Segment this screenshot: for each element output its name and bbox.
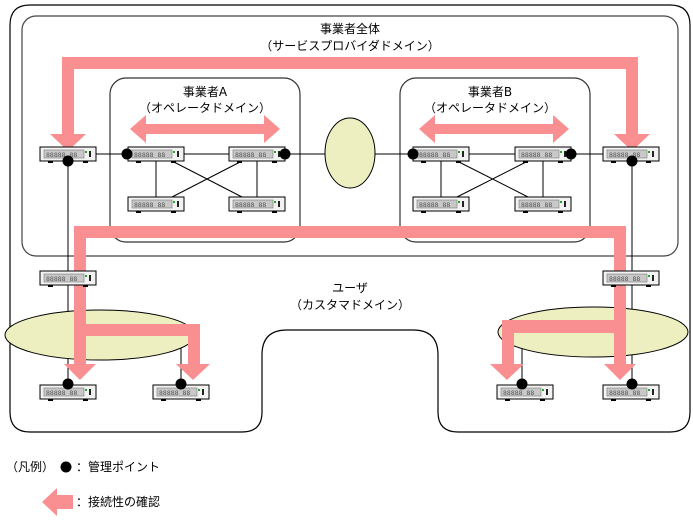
user-left-arrow-b <box>86 324 210 380</box>
operator-a-connectivity-arrow <box>130 115 280 143</box>
provider-domain-box <box>21 15 679 257</box>
management-point-icon <box>175 378 187 390</box>
user-domain-title: ユーザ <box>332 281 368 295</box>
legend-prefix: （凡例） <box>6 460 54 474</box>
network-device-b-3[interactable] <box>412 196 470 214</box>
network-links <box>67 153 633 383</box>
legend-management-point-label: ：管理ポイント <box>76 459 160 474</box>
network-device-user-left-edge[interactable] <box>39 270 97 288</box>
management-point-icon <box>626 378 638 390</box>
operator-b-domain-box <box>399 77 591 243</box>
legend-management-point-icon <box>60 461 72 473</box>
operator-b-subtitle: （オペレータドメイン） <box>424 101 556 115</box>
management-point-icon <box>62 378 74 390</box>
operator-b-title: 事業者B <box>468 85 512 99</box>
user-connectivity-arrow <box>74 226 626 298</box>
management-point-icon <box>626 155 638 167</box>
connectivity-arrows <box>50 57 650 380</box>
network-device-b-2[interactable] <box>514 146 572 164</box>
user-right-arrow-a <box>604 298 636 380</box>
user-right-arrow-b <box>490 320 614 380</box>
provider-domain-title: 事業者全体 <box>320 21 380 36</box>
operator-b-connectivity-arrow <box>419 115 569 143</box>
network-device-a-2[interactable] <box>228 146 286 164</box>
user-domain-boundary <box>9 4 691 433</box>
legend-connectivity-label: ：接続性の確認 <box>76 494 160 509</box>
network-device-a-4[interactable] <box>228 196 286 214</box>
management-point-icon <box>565 148 577 160</box>
user-domain-subtitle: （カスタマドメイン） <box>290 298 410 312</box>
network-device-a-1[interactable] <box>127 146 185 164</box>
management-points <box>62 148 638 390</box>
user-left-arrow-a <box>64 298 96 380</box>
management-point-icon <box>516 378 528 390</box>
management-point-icon <box>407 148 419 160</box>
network-device-b-4[interactable] <box>514 196 572 214</box>
legend: （凡例） ：管理ポイント ：接続性の確認 <box>6 459 160 516</box>
provider-connectivity-arrow <box>50 57 650 151</box>
network-device-user-right-edge[interactable] <box>602 270 660 288</box>
provider-domain-subtitle: （サービスプロバイダドメイン） <box>260 38 440 53</box>
operator-a-domain-box <box>109 77 301 243</box>
operator-a-title: 事業者A <box>183 85 228 99</box>
operator-a-subtitle: （オペレータドメイン） <box>139 101 271 115</box>
legend-connectivity-arrow-icon <box>42 488 73 516</box>
management-point-icon <box>121 148 133 160</box>
network-device-b-1[interactable] <box>412 146 470 164</box>
network-device-a-3[interactable] <box>127 196 185 214</box>
management-point-icon <box>279 148 291 160</box>
core-network-ellipse <box>324 117 376 189</box>
management-point-icon <box>62 155 74 167</box>
